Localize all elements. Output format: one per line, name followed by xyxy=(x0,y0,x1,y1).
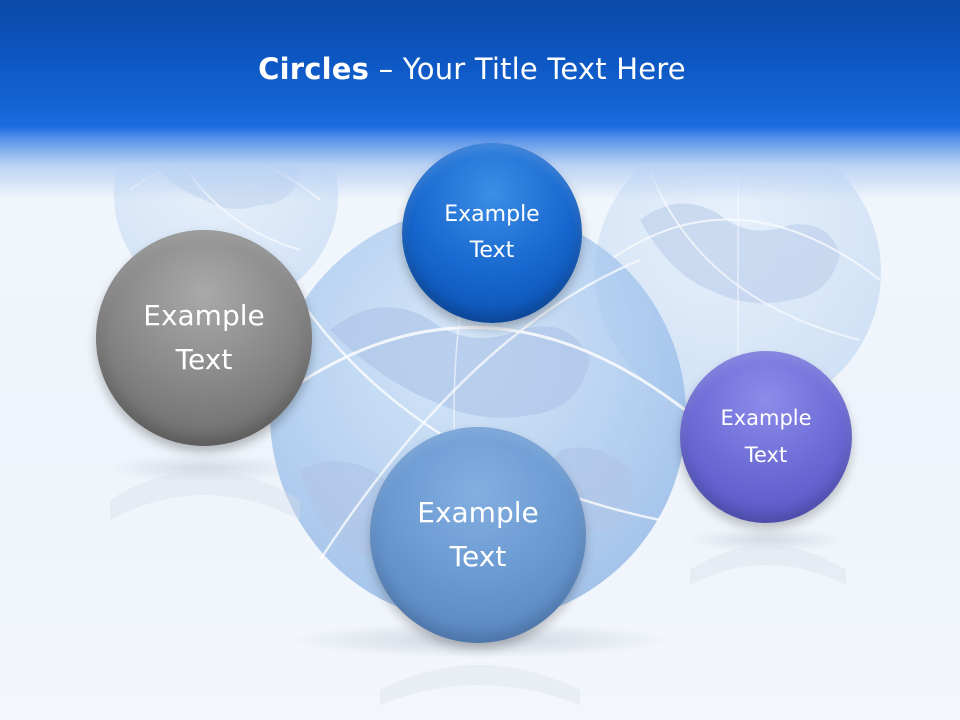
circle-steel-blue: Example Text xyxy=(370,427,586,643)
circle-purple-line1: Example xyxy=(720,406,812,430)
circle-purple-line2: Text xyxy=(744,443,788,467)
title-rest: – Your Title Text Here xyxy=(369,52,686,86)
shadow-purple xyxy=(686,528,846,552)
circle-steel-line2: Text xyxy=(449,540,507,573)
slide-title: Circles – Your Title Text Here xyxy=(0,52,944,86)
title-bold: Circles xyxy=(258,52,370,86)
circle-blue-line2: Text xyxy=(469,238,515,263)
circle-gray-line2: Text xyxy=(175,343,233,376)
circle-purple: Example Text xyxy=(680,351,852,523)
circle-blue-line1: Example xyxy=(444,202,540,227)
circle-blue: Example Text xyxy=(402,143,582,323)
circle-gray-line1: Example xyxy=(143,299,265,332)
circle-steel-line1: Example xyxy=(417,496,539,529)
shadow-gray xyxy=(109,454,299,482)
circle-gray: Example Text xyxy=(96,230,312,446)
